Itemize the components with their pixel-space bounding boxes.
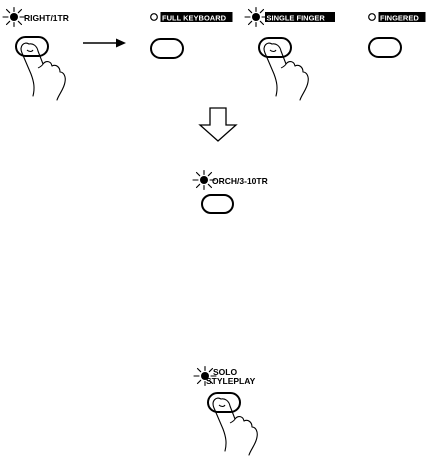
full-keyboard-group: FULL KEYBOARD — [150, 12, 233, 59]
full-keyboard-label-bg — [160, 12, 233, 22]
lamp-lit-icon — [2, 6, 26, 28]
full-keyboard-button[interactable] — [150, 38, 184, 59]
single-finger-button[interactable] — [258, 37, 292, 58]
arrow-right-icon — [83, 38, 126, 48]
full-keyboard-label: FULL KEYBOARD — [162, 14, 227, 23]
orch-3-10tr-label: ORCH/3-10TR — [212, 176, 268, 186]
solo-label-line1: SOLO — [213, 367, 237, 377]
solo-styleplay-button[interactable] — [207, 392, 241, 413]
single-finger-label: SINGLE FINGER — [267, 14, 326, 23]
lamp-lit-icon — [244, 6, 268, 28]
single-finger-label-bg — [265, 12, 335, 22]
lamp-off-icon — [150, 13, 158, 21]
right-1tr-label: RIGHT/1TR — [24, 13, 69, 23]
orch-3-10tr-group: ORCH/3-10TR — [192, 169, 268, 214]
single-finger-group: SINGLE FINGER — [244, 6, 335, 101]
orch-3-10tr-button[interactable] — [201, 194, 234, 214]
solo-styleplay-group: SOLO STYLEPLAY — [193, 365, 258, 456]
fingered-group: FINGERED — [368, 12, 426, 58]
right-1tr-group: RIGHT/1TR — [2, 6, 69, 101]
right-1tr-button[interactable] — [15, 36, 49, 57]
fingered-label: FINGERED — [380, 14, 419, 23]
solo-label-line2: STYLEPLAY — [206, 376, 256, 386]
lamp-off-icon — [368, 13, 376, 21]
arrow-down-icon — [198, 107, 238, 142]
fingered-button[interactable] — [368, 37, 402, 58]
fingered-label-bg — [378, 12, 426, 22]
